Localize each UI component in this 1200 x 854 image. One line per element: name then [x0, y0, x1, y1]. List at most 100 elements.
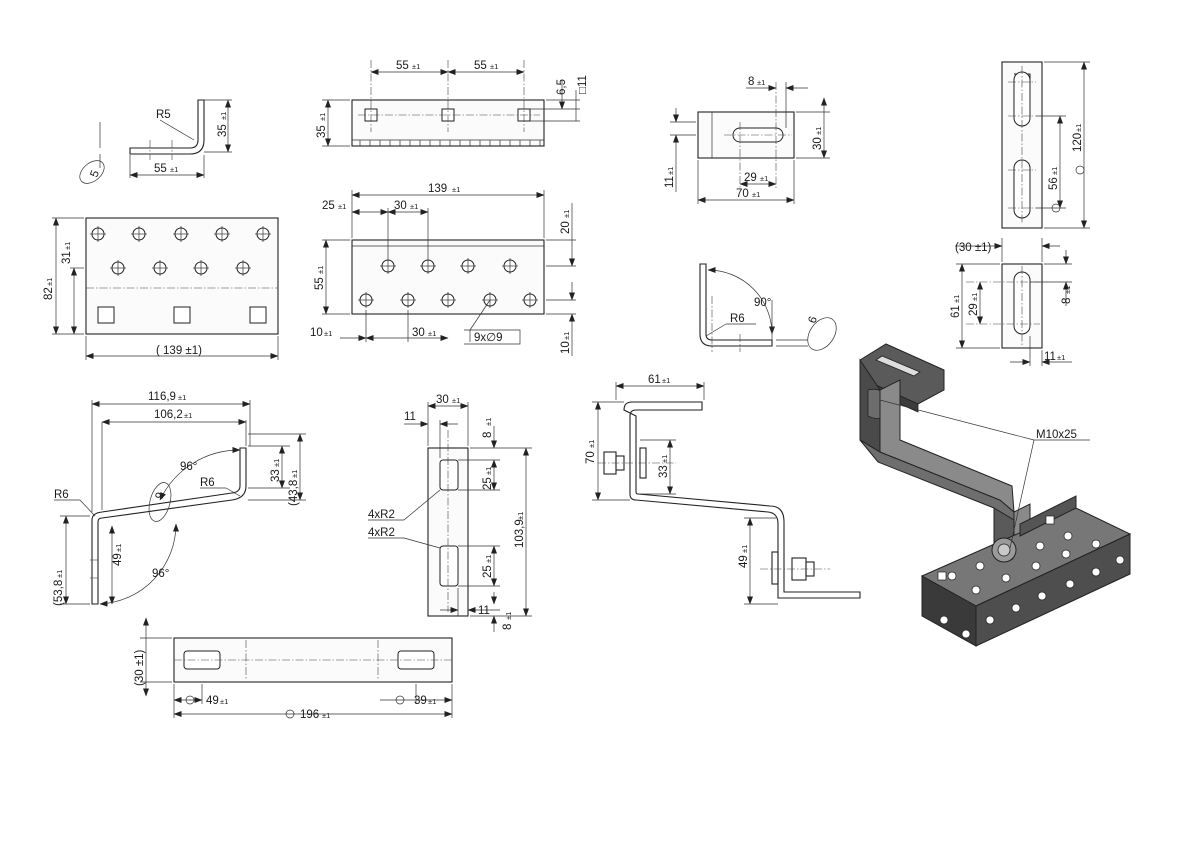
view-small-slot-plate: (30 ±1) 61 ±1 29 ±1 8 ±1 11 ±1: [950, 238, 1073, 366]
tol: ±1: [752, 190, 760, 199]
view-base-plate-center: 139 ±1 25 ±1 30 ±1 20 ±1 55 ±1 10 ±1 30 …: [310, 183, 576, 356]
bent-strip-length-label: 55: [154, 163, 167, 175]
bar-top-offset-label: 8: [482, 432, 494, 438]
tol: ±1: [1063, 286, 1072, 294]
view-slot-tab: 8 ±1 30 ±1 11 ±1 29 ±1 70 ±1: [664, 76, 830, 204]
view-slotted-strip: 55 ±1 55 ±1 35 ±1 6,5 □11: [316, 60, 589, 147]
small-plate-width-label: (30 ±1): [955, 242, 992, 254]
view-hook-profile: 116,9 ±1 106,2 ±1 96° R6 9 33 ±1 (43,8 ±…: [53, 391, 306, 607]
tab-slot-offset-label: 8: [748, 76, 754, 88]
view-base-plate-left: 82 ±1 31 ±1 ( 139 ±1): [43, 217, 279, 360]
tab-height-label: 30: [812, 137, 824, 150]
tol: ±1: [562, 332, 571, 340]
long-plate-height-label: 120: [1072, 133, 1084, 152]
tol: ±1: [55, 570, 64, 578]
center-plate-top-row-label: 20: [560, 221, 572, 234]
center-plate-spacing-label: 30: [394, 200, 407, 212]
center-plate-bottom-offset-label: 10: [560, 341, 572, 354]
tol: ±1: [666, 167, 675, 175]
tol: ±1: [178, 393, 186, 402]
strip-spacing-1-label: 55: [396, 60, 409, 72]
hook-radius-left-label: R6: [54, 489, 69, 501]
bar-radius-callout-2: 4xR2: [368, 527, 395, 539]
center-plate-height-label: 55: [314, 277, 326, 290]
tol: ±1: [740, 545, 749, 553]
hook-angle-top-label: 96°: [180, 461, 197, 473]
view-flat-bar: (30 ±1) 49 ±1 196 ±1 39 ±1: [134, 617, 453, 721]
hook-rise-total-label: (43,8: [288, 480, 300, 506]
bent-strip-height-label: 35: [217, 124, 229, 137]
tab-left-dim-label: 11: [664, 176, 676, 188]
center-plate-first-offset-label: 25: [322, 200, 335, 212]
small-plate-bottom-width-label: 11: [1044, 351, 1056, 363]
hook-length-total-label: 116,9: [148, 391, 176, 403]
small-plate-height-label: 61: [950, 305, 962, 318]
center-plate-left-offset-label: 10: [310, 327, 323, 339]
tol: ±1: [1050, 167, 1059, 175]
flat-bar-right-slot-label: 39: [414, 695, 427, 707]
view-isometric-assembly: M10x25: [859, 343, 1132, 647]
bar-left-edge-label: 11: [404, 411, 416, 423]
hook-rise-label: 33: [270, 469, 282, 482]
bend-radius-label: R6: [730, 313, 745, 325]
bent-strip-radius-label: R5: [156, 109, 171, 121]
tol: ±1: [484, 555, 493, 563]
tol: ±1: [412, 62, 420, 71]
view-assembly-side: 61 ±1 70 ±1 33 ±1 49 ±1: [585, 374, 861, 605]
tol: ±1: [63, 242, 72, 250]
hook-thickness-label: 9: [154, 491, 167, 501]
tol: ±1: [322, 711, 330, 720]
view-slotted-bar-vertical: 30 ±1 11 8 ±1 25 ±1 103,9 ±1 4xR2 4xR2 2…: [368, 394, 532, 632]
base-plate-row-offset-label: 31: [61, 251, 73, 264]
long-plate-slot-spacing-label: 56: [1048, 177, 1060, 190]
center-plate-bottom-spacing-label: 30: [412, 327, 425, 339]
tol: ±1: [410, 202, 418, 211]
strip-square-hole-label: □11: [577, 75, 589, 94]
tol: ±1: [516, 512, 525, 520]
tol: ±1: [452, 185, 460, 194]
tol: ±1: [452, 396, 460, 405]
bar-radius-callout-1: 4xR2: [368, 509, 395, 521]
tol: ±1: [428, 329, 436, 338]
tol: ±1: [324, 329, 332, 338]
view-long-slot-plate: 120 ±1 56 ±1: [1001, 61, 1090, 229]
tab-slot-length-label: 29: [744, 172, 757, 184]
center-plate-width-label: 139: [428, 183, 447, 195]
small-plate-slot-length-label: 29: [968, 303, 980, 316]
assembly-top-length-label: 61: [648, 374, 661, 386]
tol: ±1: [484, 467, 493, 475]
tol: ±1: [219, 112, 228, 120]
base-plate-height-label: 82: [43, 287, 55, 300]
tol: ±1: [316, 266, 325, 274]
tol: ±1: [338, 202, 346, 211]
bar-width-label: 30: [436, 394, 449, 406]
tol: ±1: [45, 278, 54, 286]
flat-bar-total-length-label: 196: [300, 709, 319, 721]
bar-bottom-offset-label: 8: [502, 624, 514, 630]
tol: ±1: [170, 165, 178, 174]
flat-bar-height-label: (30 ±1): [134, 649, 146, 686]
small-plate-right-offset-label: 8: [1061, 298, 1073, 304]
tol: ±1: [587, 440, 596, 448]
tol: ±1: [970, 293, 979, 301]
tol: ±1: [428, 697, 436, 706]
base-plate-width-label: ( 139 ±1): [156, 345, 202, 357]
view-angle-bend: 90° R6 6: [699, 263, 837, 352]
assembly-lower-height-label: 49: [738, 555, 750, 568]
bent-strip-thickness-label: 5: [89, 169, 102, 179]
bar-height-total-label: 103,9: [514, 519, 526, 548]
bend-angle-label: 90°: [754, 297, 771, 309]
hook-length-inner-label: 106,2: [154, 409, 183, 421]
tol: ±1: [1074, 124, 1083, 132]
tol: ±1: [952, 295, 961, 303]
tol: ±1: [504, 612, 513, 620]
tol: ±1: [484, 418, 493, 426]
tol: ±1: [1057, 353, 1065, 362]
center-plate-holes-callout: 9x∅9: [474, 332, 503, 344]
flat-bar-left-slot-label: 49: [206, 695, 219, 707]
hook-left-inner-label: 49: [112, 553, 124, 566]
tol: ±1: [490, 62, 498, 71]
tol: ±1: [760, 174, 768, 183]
